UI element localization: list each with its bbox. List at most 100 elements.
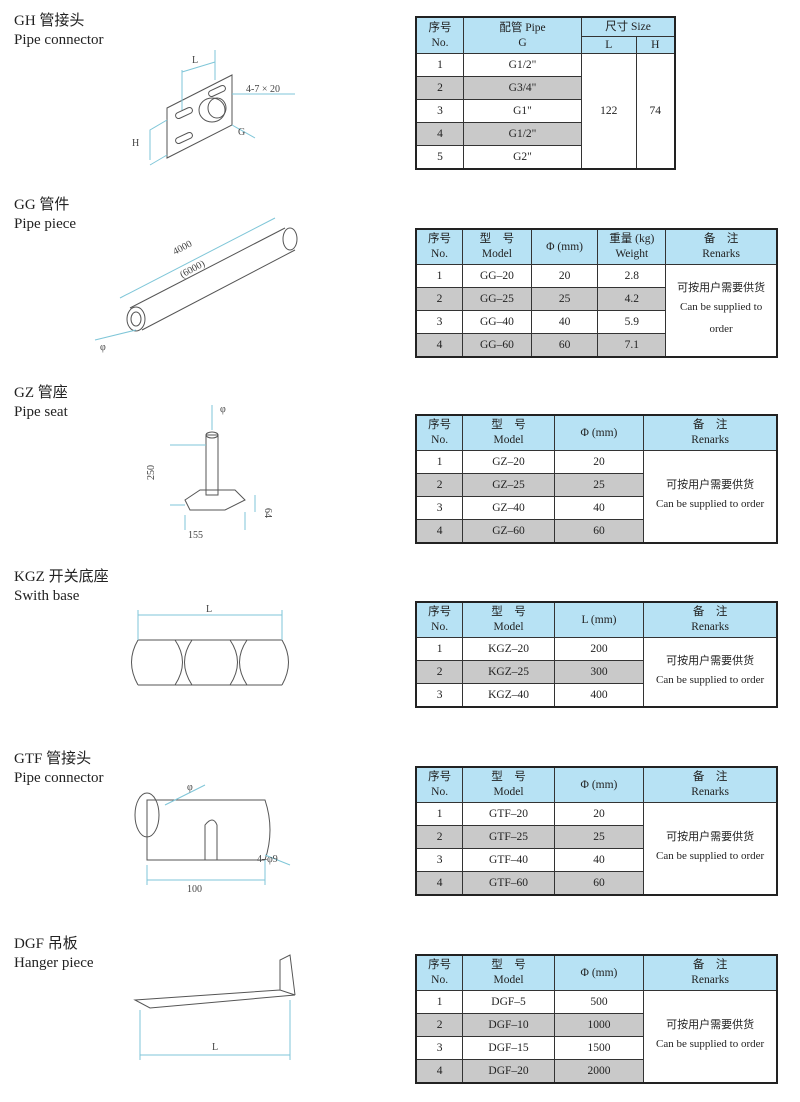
table-cell: 2.8	[597, 264, 667, 288]
table-cell: G1"	[463, 99, 582, 123]
table-cell: 1	[415, 264, 464, 288]
dim-label: φ	[187, 782, 193, 793]
title-en: Hanger piece	[14, 955, 94, 971]
title-cn: GZ 管座	[14, 385, 68, 401]
title-cn: GTF 管接头	[14, 751, 92, 767]
table-cell: 1500	[553, 1036, 645, 1060]
table-cell: 20	[553, 450, 645, 474]
table-cell: 25	[530, 287, 599, 311]
table-cell: 500	[553, 990, 645, 1014]
gtf-connector-drawing: 100 4–φ9 φ	[134, 782, 291, 895]
table-cell: 5	[415, 145, 464, 170]
table-cell: 4	[415, 122, 464, 146]
table-cell: 4	[415, 333, 464, 358]
table-cell: GZ–60	[462, 519, 555, 544]
kgz-base-drawing: L	[131, 604, 289, 686]
table-cell: 4	[415, 519, 464, 544]
table-cell: KGZ–20	[462, 637, 555, 661]
table-cell: GTF–25	[462, 825, 555, 849]
table-cell: 20	[553, 802, 645, 826]
title-en: Pipe seat	[14, 404, 68, 420]
table-cell: GTF–60	[462, 871, 555, 896]
table-cell: 2	[415, 76, 464, 100]
table-cell: 60	[530, 333, 599, 358]
table-cell: 2000	[553, 1059, 645, 1084]
table-cell: 2	[415, 473, 464, 497]
table-cell: 4	[415, 1059, 464, 1084]
table-cell: GTF–20	[462, 802, 555, 826]
header-cell: Φ (mm)	[553, 414, 645, 451]
table-cell: 1	[415, 802, 464, 826]
table-cell: 200	[553, 637, 645, 661]
table-cell: 40	[530, 310, 599, 334]
table-cell: G1/2"	[463, 53, 582, 77]
size-l-cell: 122	[581, 53, 637, 170]
section-title-gh: GH 管接头 Pipe connector	[14, 12, 104, 50]
table-cell: 1000	[553, 1013, 645, 1037]
table-cell: DGF–5	[462, 990, 555, 1014]
table-cell: 60	[553, 871, 645, 896]
table-cell: 3	[415, 496, 464, 520]
gh-connector-drawing: L 4-7 × 20 H G	[132, 50, 295, 166]
header-cell: Φ (mm)	[553, 954, 645, 991]
table-cell: DGF–20	[462, 1059, 555, 1084]
table-cell: 1	[415, 637, 464, 661]
table-cell: 2	[415, 287, 464, 311]
table-cell: 1	[415, 990, 464, 1014]
title-cn: KGZ 开关底座	[14, 569, 109, 585]
title-en: Pipe connector	[14, 32, 104, 48]
table-cell: 40	[553, 848, 645, 872]
title-en: Pipe connector	[14, 770, 104, 786]
table-cell: GG–40	[462, 310, 532, 334]
size-h-cell: 74	[635, 53, 676, 170]
dim-label: G	[238, 127, 245, 138]
dgf-hanger-drawing: L	[133, 954, 296, 1060]
dim-label: H	[132, 138, 139, 149]
title-cn: GH 管接头	[14, 13, 85, 29]
table-cell: 7.1	[597, 333, 667, 358]
table-cell: 25	[553, 473, 645, 497]
gz-seat-drawing: φ 250 64 155	[146, 404, 273, 541]
dim-label: (6000)	[178, 258, 207, 280]
dim-label: 4000	[171, 239, 194, 258]
table-cell: DGF–15	[462, 1036, 555, 1060]
table-cell: 3	[415, 310, 464, 334]
dim-label: φ	[100, 342, 106, 353]
table-cell: 1	[415, 450, 464, 474]
dim-label: L	[192, 55, 198, 66]
dim-label: L	[212, 1042, 218, 1053]
